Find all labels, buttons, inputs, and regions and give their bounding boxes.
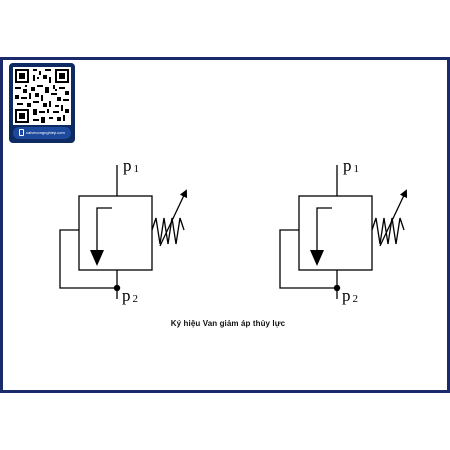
phone-icon (19, 129, 25, 137)
flow-arrow-head (310, 250, 324, 266)
junction-dot (113, 284, 121, 292)
website-pill[interactable]: valvecongnghiep.com (13, 127, 71, 139)
valve-body (78, 195, 153, 271)
website-url: valvecongnghiep.com (26, 130, 65, 135)
qr-badge[interactable]: valvecongnghiep.com (9, 63, 75, 143)
diagram-caption: Ký hiệu Van giảm áp thủy lực (170, 319, 286, 328)
flow-arrow-head (90, 250, 104, 266)
pilot-line (59, 229, 117, 289)
flow-path (96, 207, 112, 251)
valve-symbol-1 (59, 165, 188, 299)
qr-code-icon (13, 67, 71, 125)
flow-path (316, 207, 332, 251)
valve-symbol-2 (279, 165, 408, 299)
valve-body (298, 195, 373, 271)
junction-dot (333, 284, 341, 292)
adjust-arrow (159, 189, 188, 247)
spring (151, 217, 185, 245)
adjust-arrow (379, 189, 408, 247)
pilot-line (279, 229, 337, 289)
spring (371, 217, 405, 245)
